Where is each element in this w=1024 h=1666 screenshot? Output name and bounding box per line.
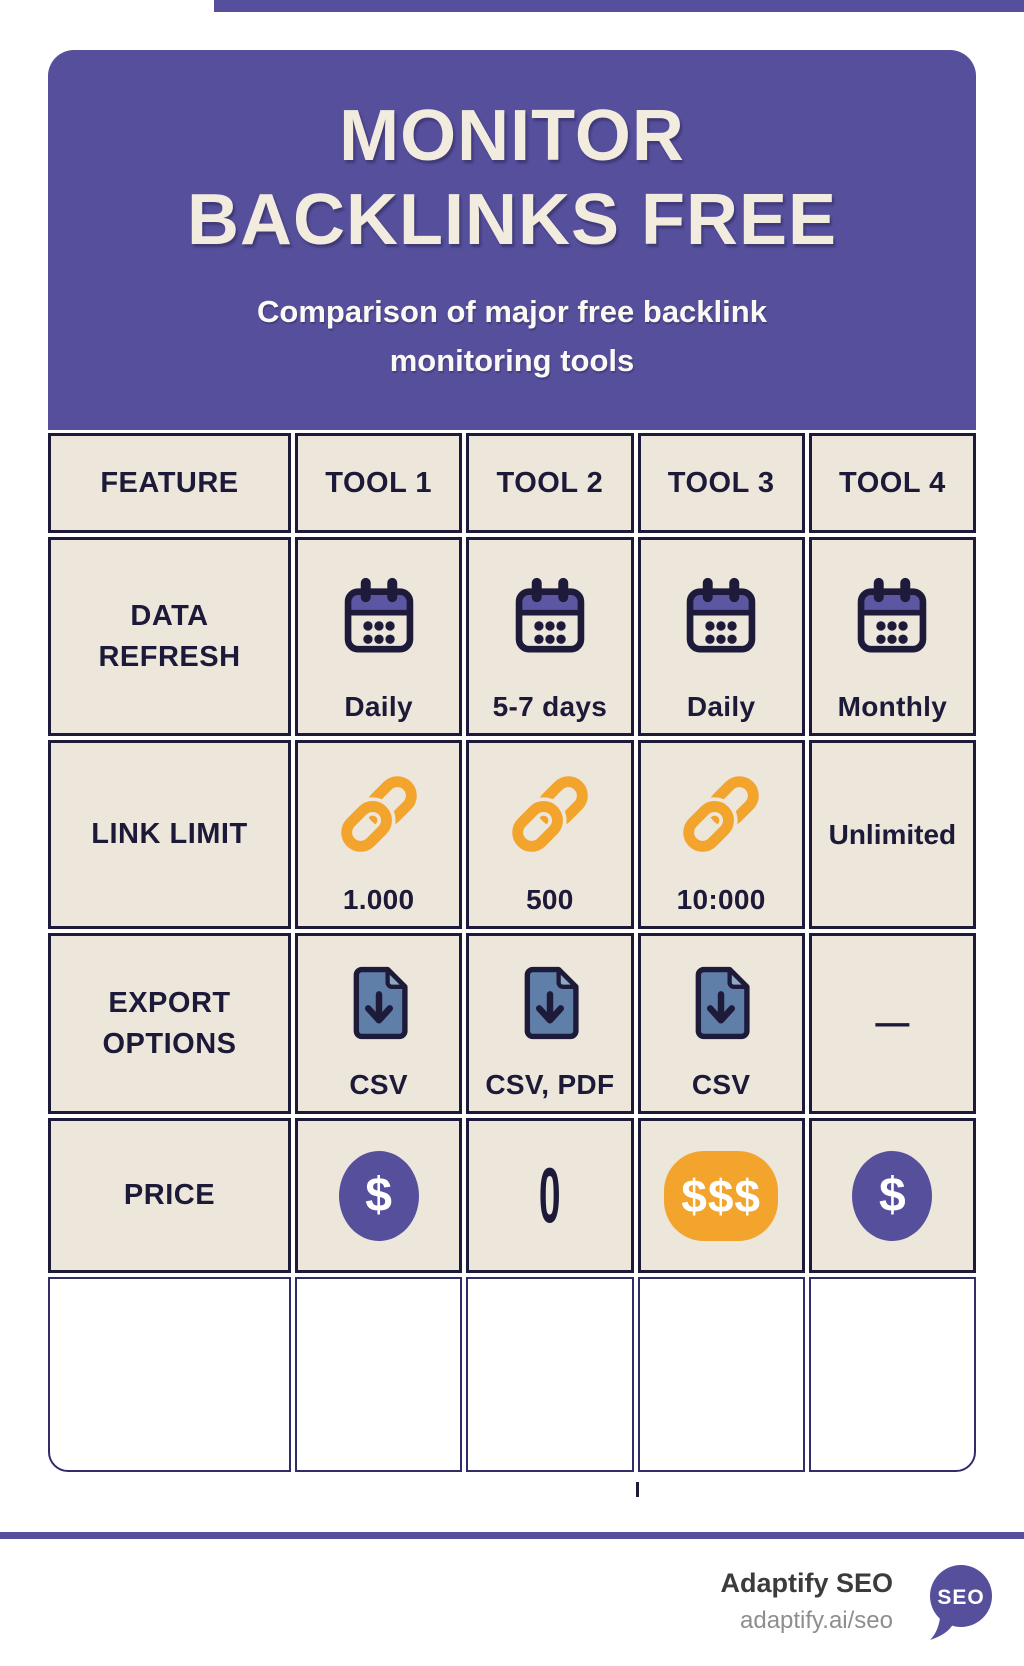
column-header-tool3: TOOL 3 <box>637 433 805 533</box>
cell-link-limit-tool4: Unlimited <box>808 740 976 929</box>
cell-price-tool1: $ <box>295 1118 463 1273</box>
cell-price-tool4: $ <box>808 1118 976 1273</box>
chain-link-icon <box>333 743 425 884</box>
cell-export-tool3: CSV <box>637 933 805 1114</box>
empty-cell <box>48 1277 291 1472</box>
column-header-feature: FEATURE <box>48 433 291 533</box>
dollar-badge-icon: $ <box>852 1150 933 1241</box>
comparison-card: MONITOR BACKLINKS FREE Comparison of maj… <box>48 50 976 1472</box>
cell-data-refresh-tool1: Daily <box>295 537 463 736</box>
page-subtitle: Comparison of major free backlink monito… <box>257 293 767 379</box>
footer-divider <box>0 1532 1024 1539</box>
brand-url: adaptify.ai/seo <box>740 1607 893 1634</box>
file-download-icon <box>680 936 762 1069</box>
brand-name: Adaptify SEO <box>720 1568 893 1598</box>
calendar-icon <box>850 540 934 691</box>
seo-logo-text: SEO <box>937 1586 984 1609</box>
value-label: Unlimited <box>828 818 957 850</box>
empty-cell <box>295 1277 463 1472</box>
footer-brand-block: Adaptify SEO adaptify.ai/seo <box>720 1568 893 1635</box>
cell-export-tool4: — <box>808 933 976 1114</box>
value-label: CSV <box>691 1069 751 1100</box>
value-label: CSV, PDF <box>485 1069 615 1100</box>
cell-export-tool2: CSV, PDF <box>466 933 634 1114</box>
dash-value: — <box>875 1004 910 1042</box>
row-label-link-limit: LINK LIMIT <box>48 740 291 929</box>
file-download-icon <box>509 936 591 1069</box>
calendar-icon <box>337 540 421 691</box>
value-label: Daily <box>344 691 413 722</box>
value-label: Daily <box>686 691 756 722</box>
cell-data-refresh-tool4: Monthly <box>808 537 976 736</box>
value-label: 500 <box>526 884 574 915</box>
value-label: 5-7 days <box>492 691 608 722</box>
page-title: MONITOR BACKLINKS FREE <box>187 94 837 262</box>
row-label-price: PRICE <box>48 1118 291 1273</box>
dollar-badge-icon: $ <box>338 1150 419 1241</box>
title-line-2: BACKLINKS FREE <box>186 180 837 261</box>
column-header-tool1: TOOL 1 <box>295 433 463 533</box>
row-label-data-refresh: DATA REFRESH <box>48 537 291 736</box>
cell-price-tool2: 0 <box>466 1118 634 1273</box>
triple-dollar-badge-icon: $$$ <box>664 1150 779 1241</box>
file-download-icon <box>338 936 420 1069</box>
calendar-icon <box>508 540 592 691</box>
seo-logo: SEO <box>922 1562 998 1651</box>
empty-cell <box>466 1277 634 1472</box>
empty-cell <box>808 1277 976 1472</box>
column-header-tool2: TOOL 2 <box>466 433 634 533</box>
value-label: 10:000 <box>676 884 766 915</box>
empty-cell <box>637 1277 805 1472</box>
calendar-icon <box>679 540 763 691</box>
tick-mark <box>636 1482 639 1497</box>
cell-export-tool1: CSV <box>295 933 463 1114</box>
cell-link-limit-tool2: 500 <box>466 740 634 929</box>
title-line-1: MONITOR <box>339 96 685 177</box>
top-accent-bar <box>214 0 1024 12</box>
chain-link-icon <box>675 743 767 884</box>
column-header-tool4: TOOL 4 <box>808 433 976 533</box>
cell-link-limit-tool3: 10:000 <box>637 740 805 929</box>
comparison-table: FEATURE TOOL 1 TOOL 2 TOOL 3 TOOL 4 DATA… <box>48 433 976 1472</box>
value-label: CSV <box>349 1069 408 1100</box>
cell-data-refresh-tool3: Daily <box>637 537 805 736</box>
value-label: Monthly <box>837 691 948 722</box>
cell-link-limit-tool1: 1.000 <box>295 740 463 929</box>
row-label-export-options: EXPORT OPTIONS <box>48 933 291 1114</box>
cell-price-tool3: $$$ <box>637 1118 805 1273</box>
card-header: MONITOR BACKLINKS FREE Comparison of maj… <box>48 50 976 430</box>
zero-price-glyph: 0 <box>539 1151 561 1239</box>
chain-link-icon <box>504 743 596 884</box>
value-label: 1.000 <box>342 884 415 915</box>
cell-data-refresh-tool2: 5-7 days <box>466 537 634 736</box>
